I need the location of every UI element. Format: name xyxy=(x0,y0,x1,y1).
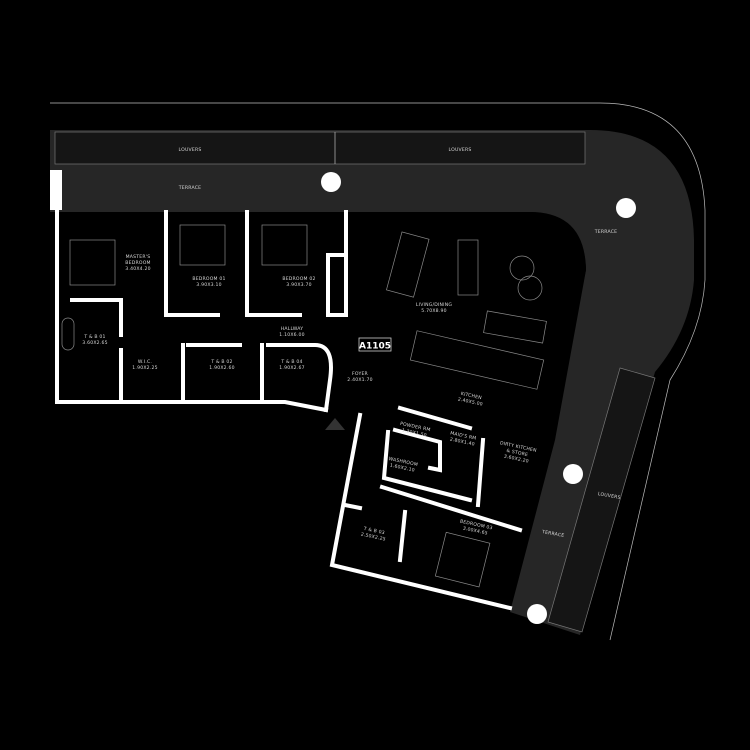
label-terrace: TERRACE xyxy=(541,529,565,539)
column-icon xyxy=(321,172,341,192)
room-size: 3.00X4.65 xyxy=(462,525,488,536)
room-size: 2.50X2.25 xyxy=(360,531,386,542)
room-size: 3.60X2.65 xyxy=(82,340,107,346)
column-icon xyxy=(563,464,583,484)
bed-02 xyxy=(261,224,308,266)
room-name: T & B 04 xyxy=(280,359,302,365)
room-size: 3.90X3.10 xyxy=(196,282,221,288)
label-terrace: TERRACE xyxy=(594,229,617,235)
room-size: 1.30X1.50 xyxy=(401,427,427,438)
sofa-2 xyxy=(483,310,547,344)
room-name: HALLWAY xyxy=(281,326,304,332)
bed-03 xyxy=(434,531,491,588)
room-size: 3.90X3.70 xyxy=(286,282,311,288)
label-louvers: LOUVERS xyxy=(179,147,202,153)
master-bed xyxy=(69,239,116,286)
room-name: BEDROOM xyxy=(125,260,150,266)
unit-tag: A1105 xyxy=(359,342,391,352)
room-size: 3.40X4.20 xyxy=(125,266,150,272)
room-size: 1.90X2.25 xyxy=(132,365,157,371)
bed-01 xyxy=(179,224,226,266)
room-size: 2.40X5.00 xyxy=(457,396,483,407)
louvers-strip-top xyxy=(54,131,586,165)
room-size: 2.40X1.70 xyxy=(347,377,372,383)
room-size: 1.90X2.67 xyxy=(279,365,304,371)
room-name: T & B 02 xyxy=(210,359,232,365)
room-name: T & B 01 xyxy=(83,334,105,340)
room-size: 1.90X2.60 xyxy=(209,365,234,371)
label-louvers: LOUVERS xyxy=(449,147,472,153)
room-name: W.I.C. xyxy=(138,359,152,365)
label-louvers: LOUVERS xyxy=(597,491,621,501)
room-name: MASTER'S xyxy=(126,254,151,260)
room-size: 5.70X8.90 xyxy=(421,308,446,314)
room-name: MAID'S RM xyxy=(450,430,477,441)
bathtub xyxy=(61,317,75,351)
room-name: BEDROOM 02 xyxy=(282,276,315,282)
terrace-area xyxy=(50,130,694,635)
sofa xyxy=(457,239,479,296)
unit-tag-box xyxy=(358,337,392,352)
dining-table xyxy=(386,231,430,298)
room-name: BEDROOM 01 xyxy=(192,276,225,282)
room-name: T & B 03 xyxy=(362,526,385,537)
column-icon xyxy=(616,198,636,218)
room-size: 1.10X6.00 xyxy=(279,332,304,338)
room-name: FOYER xyxy=(352,371,369,377)
room-name: LIVING/DINING xyxy=(416,302,452,308)
walls xyxy=(50,170,523,611)
room-name: KITCHEN xyxy=(460,391,482,401)
kitchen-island xyxy=(409,330,545,390)
louvers-strip-right xyxy=(547,367,656,633)
column-icon xyxy=(527,604,547,624)
room-size: 3.60X2.20 xyxy=(503,453,529,464)
room-size: 2.80X1.40 xyxy=(449,436,475,447)
entry-marker-icon xyxy=(325,418,345,430)
label-terrace: TERRACE xyxy=(178,185,201,191)
outer-boundary-line xyxy=(50,102,706,641)
room-size: 1.60X2.10 xyxy=(389,462,415,473)
furniture xyxy=(61,224,547,588)
room-name: & STORE xyxy=(506,448,529,458)
